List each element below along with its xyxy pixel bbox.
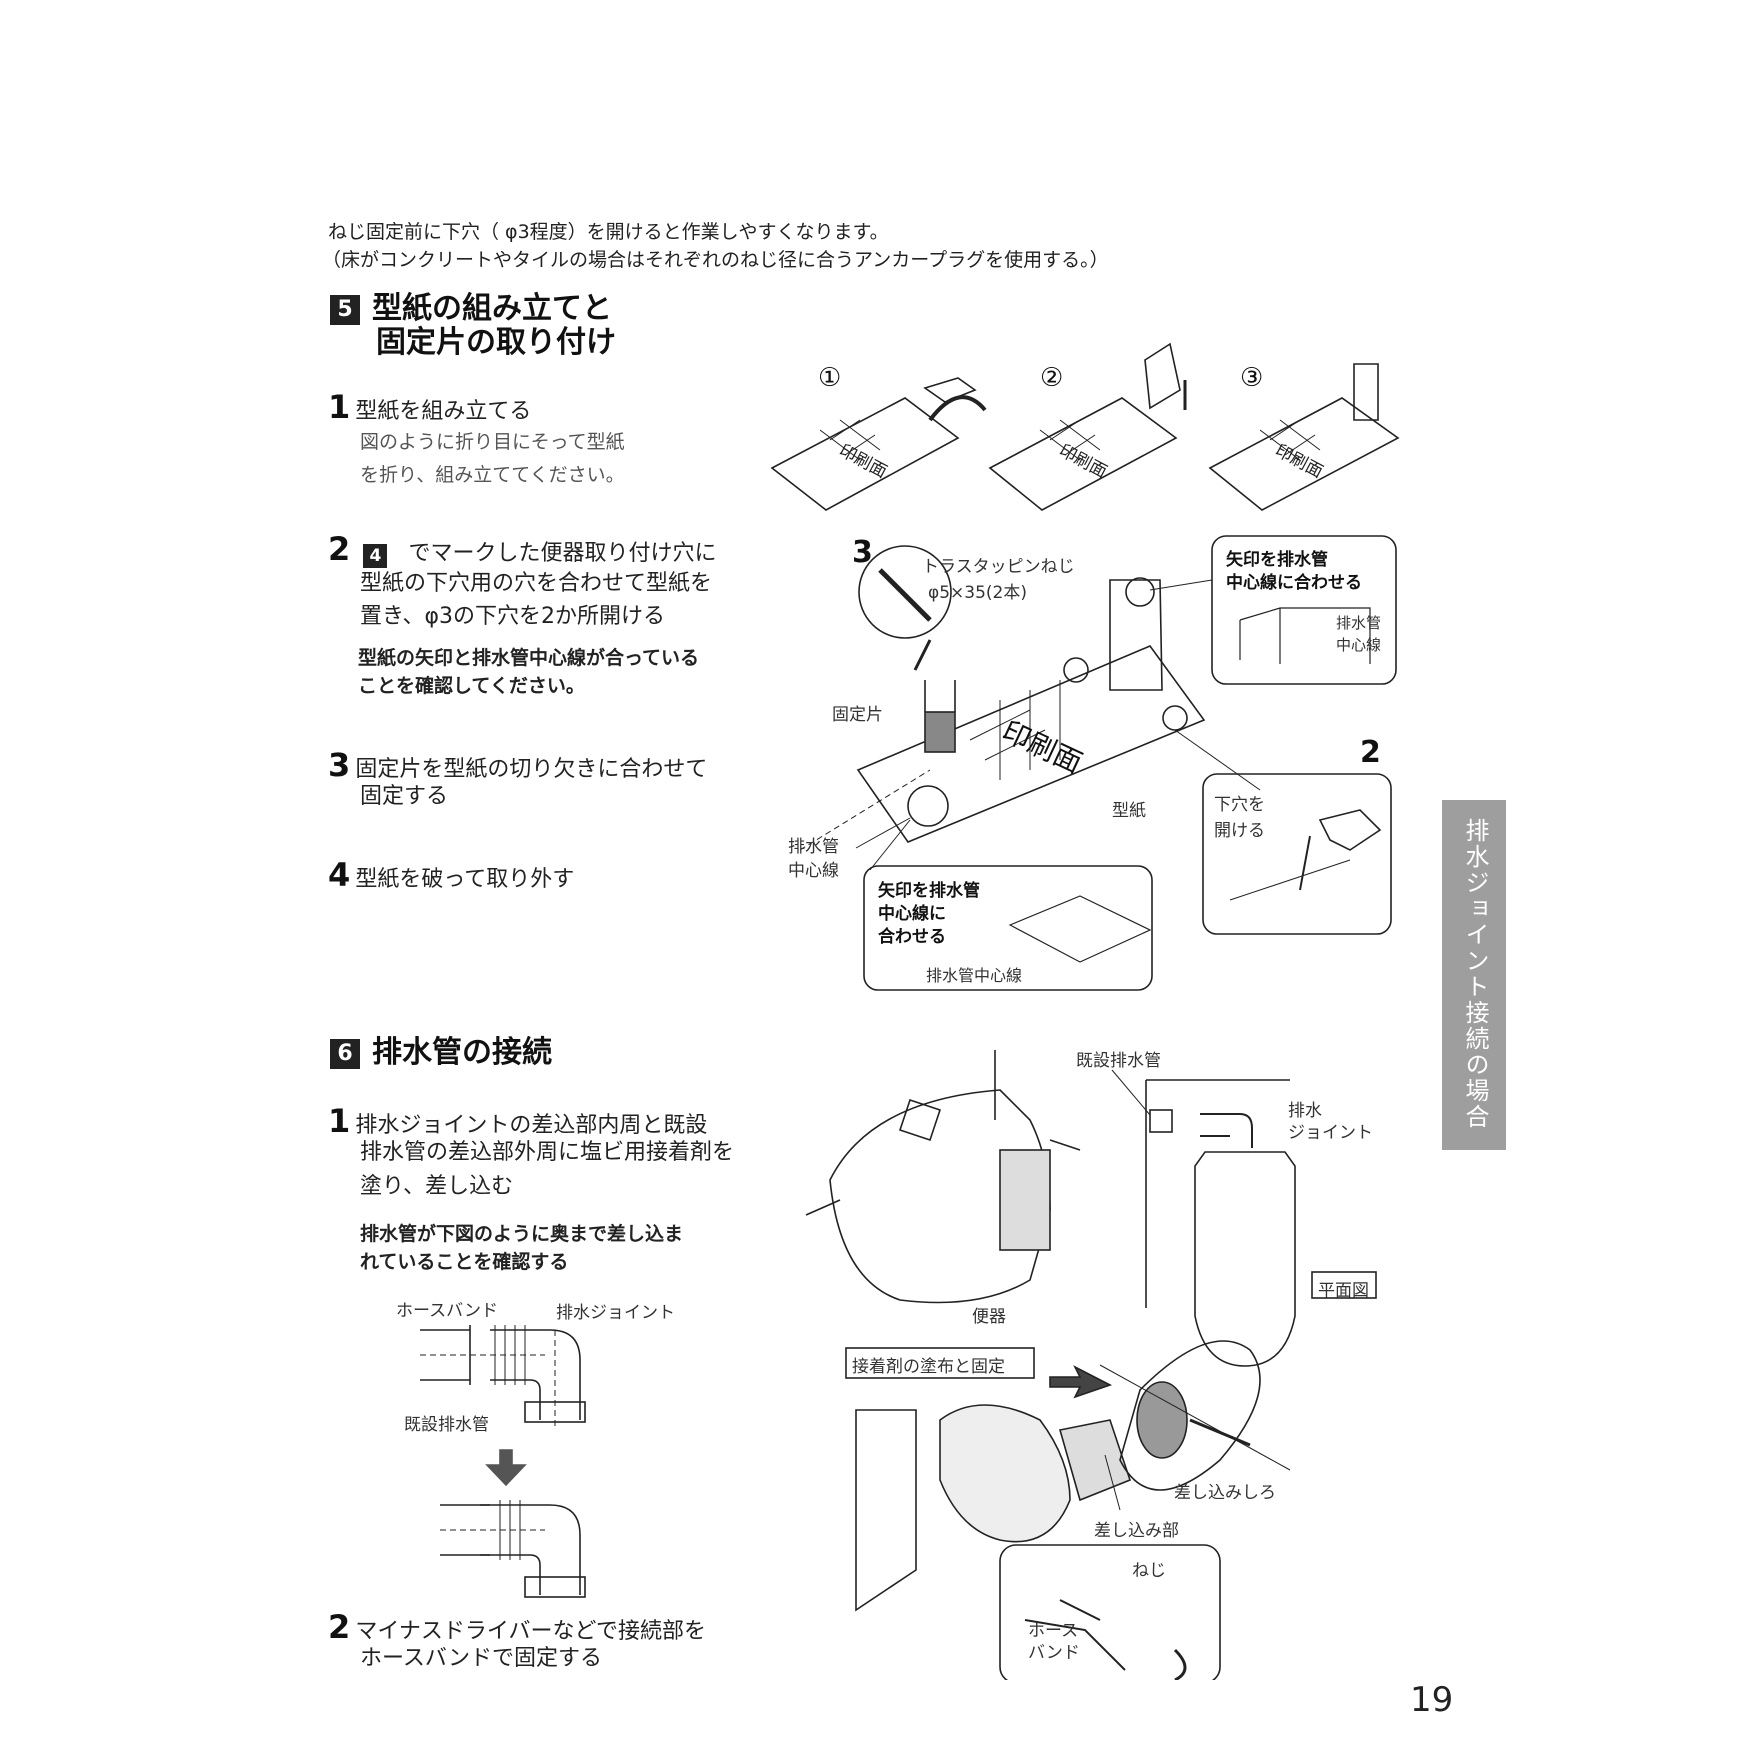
- step-number: 2: [328, 1608, 351, 1646]
- callout-bottom-line1: 矢印を排水管: [878, 881, 980, 901]
- step5-2: 2 4 でマークした便器取り付け穴に: [328, 530, 716, 571]
- step-text: 固定片を型紙の切り欠きに合わせて: [355, 757, 708, 782]
- step6-2: 2 マイナスドライバーなどで接続部を: [328, 1608, 706, 1649]
- fig-step3-number: 3: [852, 535, 873, 570]
- print-face-2: 印刷面: [1056, 441, 1110, 483]
- existing-pipe-top-label: 既設排水管: [1076, 1051, 1161, 1071]
- step6-2-text2: ホースバンドで固定する: [360, 1646, 603, 1671]
- print-face-3: 印刷面: [1272, 441, 1326, 483]
- step-text: 型紙を組み立てる: [355, 399, 532, 424]
- drain-joint-label: 排水ジョイント: [556, 1303, 675, 1323]
- insert-margin-label: 差し込みしろ: [1174, 1483, 1276, 1503]
- step-ref-box: 4: [363, 543, 388, 568]
- circle-num-3: ③: [1240, 363, 1263, 393]
- step-text: 型紙を破って取り外す: [355, 867, 575, 892]
- step-text: でマークした便器取り付け穴に: [408, 541, 717, 566]
- callout-bottom-line2: 中心線に: [878, 904, 946, 924]
- section5-title-line1: 型紙の組み立てと: [372, 291, 612, 326]
- callout-bottom-label: 排水管中心線: [926, 966, 1023, 985]
- section6-number: 6: [330, 1038, 360, 1069]
- step6-1: 1 排水ジョイントの差込部内周と既設: [328, 1102, 707, 1143]
- sheet-3: [1208, 363, 1400, 511]
- toilet-3d: [805, 1050, 1081, 1304]
- step6-1-text3: 塗り、差し込む: [360, 1174, 514, 1199]
- step5-1-sub2: を折り、組み立ててください。: [360, 464, 625, 486]
- plan-view-label: 平面図: [1318, 1281, 1369, 1301]
- circle-num-2: ②: [1040, 363, 1063, 393]
- hose-label-1: ホース: [1028, 1621, 1079, 1641]
- step5-3-text2: 固定する: [360, 784, 449, 809]
- callout-top-label2: 中心線: [1336, 636, 1382, 654]
- adhesive-detail: [845, 1340, 1291, 1680]
- fixing-piece-label: 固定片: [832, 705, 883, 725]
- callout-top-line2: 中心線に合わせる: [1226, 573, 1362, 593]
- drain-center-label-1: 排水管: [788, 837, 839, 857]
- adhesive-box-label: 接着剤の塗布と固定: [852, 1357, 1005, 1377]
- pattern-paper-label: 型紙: [1112, 801, 1146, 821]
- step-number: 2: [328, 530, 351, 568]
- insert-part-label: 差し込み部: [1094, 1521, 1179, 1541]
- step-text: 排水ジョイントの差込部内周と既設: [355, 1113, 708, 1138]
- hose-band-label: ホースバンド: [396, 1301, 498, 1321]
- pipe-insertion-diagram: [420, 1325, 586, 1598]
- drain-connection-illustration: [805, 1050, 1377, 1680]
- sheet-1: [770, 377, 987, 511]
- template-assembly-illustration: ① ② ③ 印刷面 印刷面 印刷面 印刷面 3 2: [770, 342, 1400, 991]
- step5-2-note1: 型紙の矢印と排水管中心線が合っている: [358, 647, 700, 669]
- toilet-plan: [1111, 1069, 1377, 1367]
- intro-line1: ねじ固定前に下穴（ φ3程度）を開けると作業しやすくなります。: [328, 221, 889, 243]
- step5-2-text3: 置き、φ3の下穴を2か所開ける: [360, 604, 665, 629]
- step-number: 1: [328, 388, 351, 426]
- sheet-2: [988, 342, 1187, 511]
- existing-pipe-label: 既設排水管: [404, 1415, 489, 1435]
- section5-number: 5: [330, 294, 360, 325]
- section5-heading: 5 型紙の組み立てと: [330, 290, 612, 328]
- drill-label-2: 開ける: [1214, 821, 1265, 841]
- section5-title-line2: 固定片の取り付け: [376, 325, 616, 360]
- print-face-1: 印刷面: [836, 441, 890, 483]
- hose-label-2: バンド: [1028, 1643, 1080, 1663]
- callout-bottom-line3: 合わせる: [878, 927, 946, 947]
- step-number: 3: [328, 746, 351, 784]
- screw-label: ねじ: [1132, 1561, 1166, 1581]
- screw-label-2: φ5×35(2本): [928, 583, 1027, 603]
- fig-step2-number: 2: [1360, 735, 1381, 770]
- step5-2-note2: ことを確認してください。: [358, 675, 585, 697]
- step6-1-note2: れていることを確認する: [360, 1251, 569, 1273]
- page-number: 19: [1410, 1680, 1454, 1720]
- step6-1-text2: 排水管の差込部外周に塩ビ用接着剤を: [360, 1140, 735, 1165]
- step5-2-text2: 型紙の下穴用の穴を合わせて型紙を: [360, 571, 713, 596]
- toilet-label: 便器: [972, 1307, 1006, 1327]
- step5-1-sub1: 図のように折り目にそって型紙: [360, 431, 625, 453]
- screw-label-1: トラスタッピンねじ: [922, 557, 1075, 577]
- step-number: 1: [328, 1102, 351, 1140]
- print-face-main: 印刷面: [997, 714, 1087, 779]
- main-template-sheet: [799, 579, 1206, 851]
- step5-1: 1 型紙を組み立てる: [328, 388, 531, 429]
- side-tab-text: 排水ジョイント接続の場合: [1461, 818, 1489, 1130]
- drill-label-1: 下穴を: [1214, 795, 1265, 815]
- callout-top-label1: 排水管: [1336, 614, 1382, 632]
- step-text: マイナスドライバーなどで接続部を: [355, 1619, 707, 1644]
- circle-num-1: ①: [818, 363, 841, 393]
- joint-label-2: ジョイント: [1288, 1123, 1373, 1143]
- side-tab: 排水ジョイント接続の場合: [1442, 800, 1506, 1150]
- step6-1-note1: 排水管が下図のように奥まで差し込ま: [360, 1223, 684, 1245]
- section6-heading: 6 排水管の接続: [330, 1034, 552, 1072]
- callout-top-line1: 矢印を排水管: [1226, 550, 1328, 570]
- step5-3: 3 固定片を型紙の切り欠きに合わせて: [328, 746, 707, 787]
- intro-line2: （床がコンクリートやタイルの場合はそれぞれのねじ径に合うアンカープラグを使用する…: [322, 249, 1109, 271]
- step5-4: 4 型紙を破って取り外す: [328, 856, 574, 897]
- section6-title: 排水管の接続: [372, 1035, 552, 1070]
- step-number: 4: [328, 856, 351, 894]
- drain-center-label-2: 中心線: [788, 861, 839, 881]
- joint-label-1: 排水: [1288, 1101, 1322, 1121]
